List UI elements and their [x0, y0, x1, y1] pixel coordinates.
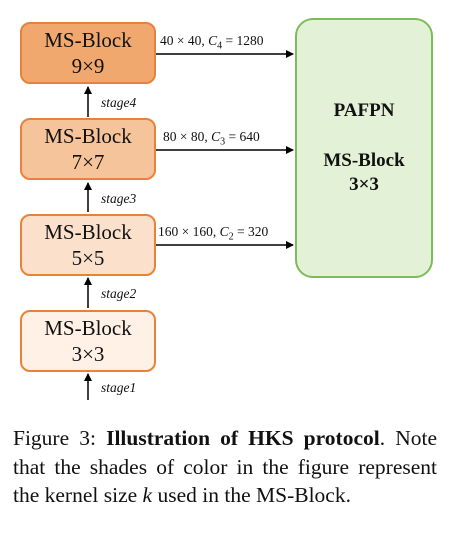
ms-block-title: MS-Block — [44, 28, 132, 52]
stage-label-1: stage1 — [101, 380, 137, 395]
caption-var: k — [142, 483, 153, 507]
ms-block-title: MS-Block — [44, 316, 132, 340]
ms-block-3x3: MS-Block 3×3 — [20, 310, 156, 372]
ms-block-5x5: MS-Block 5×5 — [20, 214, 156, 276]
figure-arrows — [84, 50, 294, 400]
hks-protocol-figure: MS-Block 9×9 MS-Block 7×7 MS-Block 5×5 M… — [20, 18, 433, 400]
ms-block-title: MS-Block — [44, 220, 132, 244]
edge-label-c3: 80 × 80, C3 = 640 — [163, 129, 260, 148]
pafpn-title: PAFPN — [333, 100, 395, 121]
stage-label-3: stage3 — [101, 191, 137, 206]
ms-block-title: MS-Block — [44, 124, 132, 148]
ms-block-kernel: 9×9 — [71, 54, 105, 78]
caption-text-pre: . Note that the shades of color in the f… — [13, 426, 437, 507]
stage-label-2: stage2 — [101, 286, 137, 301]
stage-label-4: stage4 — [101, 95, 137, 110]
ms-block-kernel: 3×3 — [71, 342, 105, 366]
pafpn-box: PAFPN MS-Block 3×3 — [295, 18, 433, 278]
ms-block-kernel: 5×5 — [71, 246, 105, 270]
pafpn-block-kernel: 3×3 — [349, 174, 379, 195]
ms-block-7x7: MS-Block 7×7 — [20, 118, 156, 180]
pafpn-block-title: MS-Block — [323, 150, 405, 171]
caption-text-post: used in the MS-Block. — [152, 483, 351, 507]
ms-block-9x9: MS-Block 9×9 — [20, 22, 156, 84]
ms-block-kernel: 7×7 — [71, 150, 105, 174]
edge-label-c4: 40 × 40, C4 = 1280 — [160, 33, 264, 52]
figure-caption: Figure 3: Illustration of HKS protocol. … — [13, 424, 437, 510]
edge-label-c2: 160 × 160, C2 = 320 — [158, 224, 269, 243]
caption-title: Illustration of HKS protocol — [106, 426, 380, 450]
caption-label: Figure 3: — [13, 426, 96, 450]
